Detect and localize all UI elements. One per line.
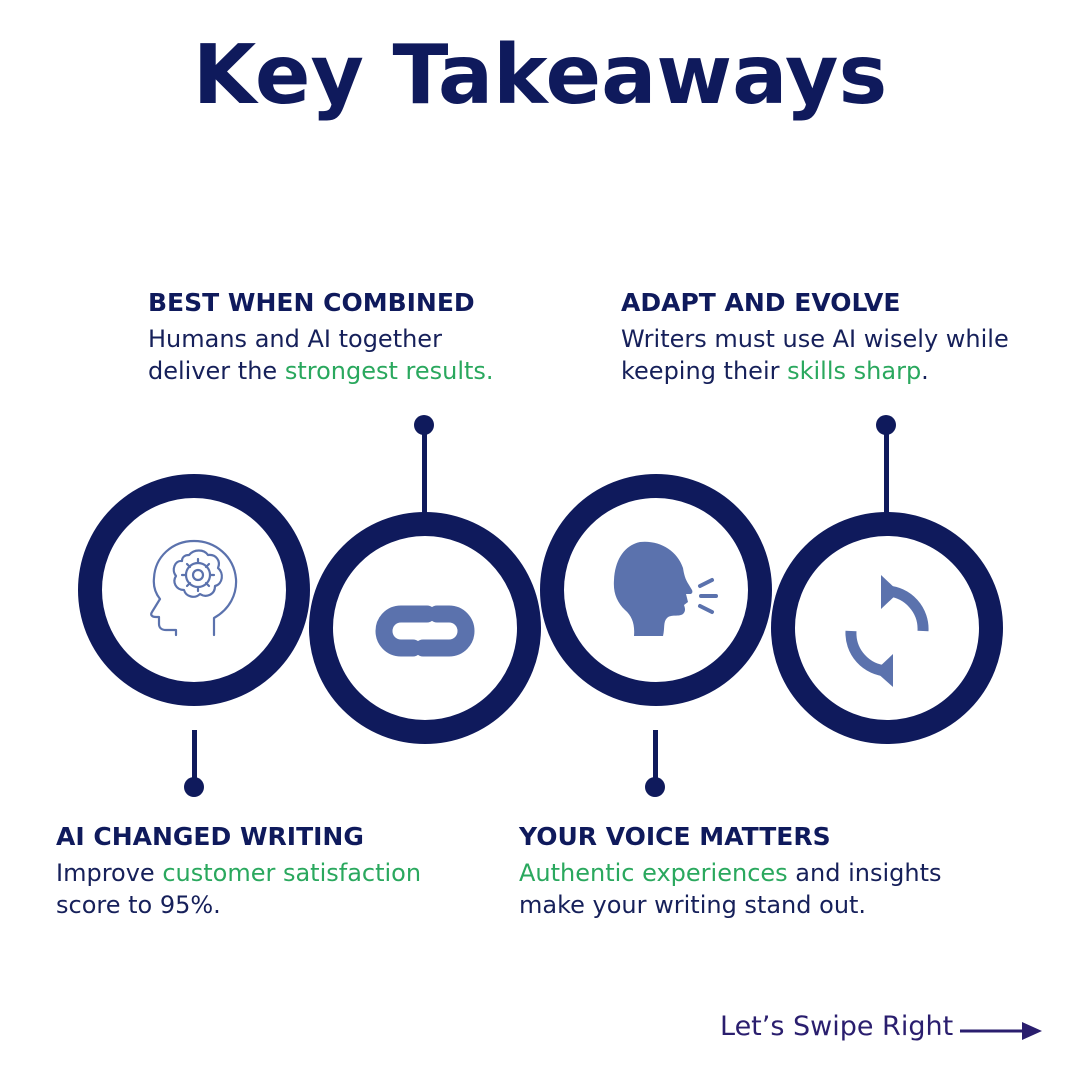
connector-stem [653,730,658,787]
takeaway-heading: ADAPT AND EVOLVE [621,288,901,317]
takeaway-text: Improve customer satisfaction [56,859,422,887]
ring-your-voice-matters [540,474,772,706]
connector-stem [884,425,889,520]
takeaway-text: keeping their skills sharp. [621,357,929,385]
connector-stem [422,425,427,520]
takeaway-adapt-and-evolve: ADAPT AND EVOLVE Writers must use AI wis… [621,288,1009,387]
connector-dot [876,415,896,435]
takeaway-heading: BEST WHEN COMBINED [148,288,475,317]
connector-dot [184,777,204,797]
takeaway-ai-changed-writing: AI CHANGED WRITING Improve customer sati… [56,822,421,921]
takeaway-text: make your writing stand out. [519,891,867,919]
refresh-arrows-icon [845,575,929,687]
takeaway-heading: YOUR VOICE MATTERS [519,822,831,851]
connector-dot [645,777,665,797]
head-gears-icon [150,539,238,637]
ring-ai-changed-writing [78,474,310,706]
ring-adapt-and-evolve [771,512,1003,744]
takeaway-text: Humans and AI together [148,325,442,353]
page-title: Key Takeaways [192,28,888,123]
takeaway-text: Writers must use AI wisely while [621,325,1009,353]
takeaway-text: Authentic experiences and insights [519,859,942,887]
speaking-head-icon [613,541,718,636]
connector-stem [192,730,197,787]
takeaway-text: deliver the strongest results. [148,357,494,385]
arrow-right-icon [960,1022,1042,1040]
takeaway-text: score to 95%. [56,891,221,919]
ring-best-when-combined [309,512,541,744]
link-icon [375,605,475,657]
connector-dot [414,415,434,435]
takeaway-heading: AI CHANGED WRITING [56,822,364,851]
takeaway-your-voice-matters: YOUR VOICE MATTERS Authentic experiences… [519,822,941,921]
takeaway-best-when-combined: BEST WHEN COMBINED Humans and AI togethe… [148,288,494,387]
swipe-right-label: Let’s Swipe Right [720,1011,954,1042]
